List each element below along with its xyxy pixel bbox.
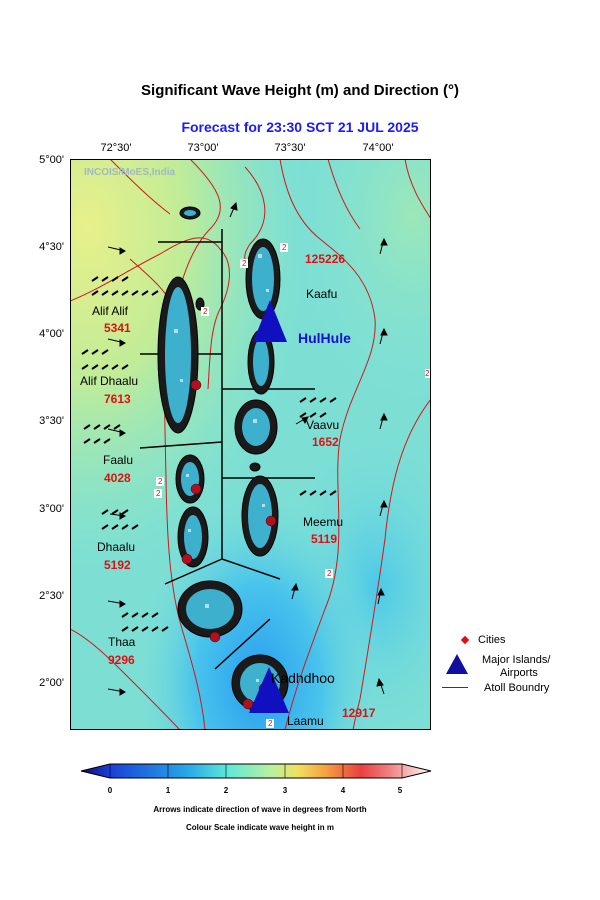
atoll-value-kaafu: 125226 [305,252,346,266]
atoll-label-alif-alif: Alif Alif [92,304,129,318]
contour-label-8: 2 [156,489,161,498]
contour-label-7: 2 [268,719,273,728]
legend-islands-line2: Airports [500,667,538,679]
atoll-label-laamu: Laamu [287,714,324,728]
wave-direction-arrows [107,201,388,696]
airport-kadhdhoo-marker [249,667,289,713]
atoll-label-vaavu: Vaavu [306,418,340,432]
legend-cities: Cities [478,634,506,646]
lat-tick-4: 3°30' [39,415,64,427]
lat-tick-1: 5°00' [39,154,64,166]
colorbar-tick-1: 1 [165,786,171,795]
legend-islands-line1: Major Islands/ [482,654,551,666]
atoll-label-alif-dhaalu: Alif Dhaalu [80,374,139,388]
lon-tick-4: 74°00' [362,142,394,154]
lat-tick-2: 4°30' [39,241,64,253]
contour-label-5: 2 [158,477,163,486]
atoll-label-meemu: Meemu [303,515,344,529]
legend-boundary-line [442,687,468,688]
legend-boundary: Atoll Boundry [484,682,550,694]
lat-tick-6: 2°30' [39,590,64,602]
map-frame [70,159,431,730]
atoll-value-thaa: 9296 [108,653,135,667]
islands [157,206,289,712]
atoll-value-meemu: 5119 [311,532,338,546]
watermark: INCOIS/MoES,India [84,167,176,178]
colorbar [80,763,432,779]
contour-label-1: 2 [282,243,287,252]
note-arrows: Arrows indicate direction of wave in deg… [153,805,367,814]
contour-label-6: 2 [327,569,332,578]
page-title: Significant Wave Height (m) and Directio… [141,82,459,99]
atoll-label-thaa: Thaa [108,635,136,649]
atoll-value-dhaalu: 5192 [104,558,131,572]
atoll-label-dhaalu: Dhaalu [97,540,136,554]
atoll-boundaries [139,229,315,670]
atoll-label-faalu: Faalu [103,453,134,467]
atoll-label-kaafu: Kaafu [306,287,338,301]
lat-tick-5: 3°00' [39,503,64,515]
forecast-subtitle: Forecast for 23:30 SCT 21 JUL 2025 [181,119,419,135]
atoll-value-faalu: 4028 [104,471,131,485]
lon-tick-3: 73°30' [274,142,306,154]
contour-label-4: 2 [425,369,430,378]
colorbar-tick-3: 3 [282,786,288,795]
legend-city-icon [460,635,470,645]
contour-label-3: 2 [203,307,208,316]
lon-tick-1: 72°30' [100,142,132,154]
lon-tick-2: 73°00' [187,142,219,154]
colorbar-tick-0: 0 [107,786,113,795]
airport-hulhule-marker [253,300,287,342]
colorbar-tick-5: 5 [397,786,403,795]
airport-label-kadhdhoo: Kadhdhoo [271,670,335,686]
lat-tick-3: 4°00' [39,328,64,340]
colorbar-tick-4: 4 [340,786,346,795]
airport-label-hulhule: HulHule [298,330,351,346]
note-colour-scale: Colour Scale indicate wave height in m [185,823,335,832]
atoll-value-alif-alif: 5341 [104,321,131,335]
wave-height-map: 2 2 2 2 2 2 2 2 INCOIS/MoES,India [70,159,431,730]
contour-labels: 2 2 2 2 2 2 2 2 [154,243,431,728]
wave-markers [81,276,337,632]
contour-label-2: 2 [242,259,247,268]
legend-island-icon [446,654,468,674]
lat-tick-7: 2°00' [39,677,64,689]
atoll-value-laamu: 12917 [342,706,376,720]
colorbar-tick-2: 2 [223,786,229,795]
atoll-value-vaavu: 1652 [312,435,339,449]
atoll-value-alif-dhaalu: 7613 [104,392,131,406]
